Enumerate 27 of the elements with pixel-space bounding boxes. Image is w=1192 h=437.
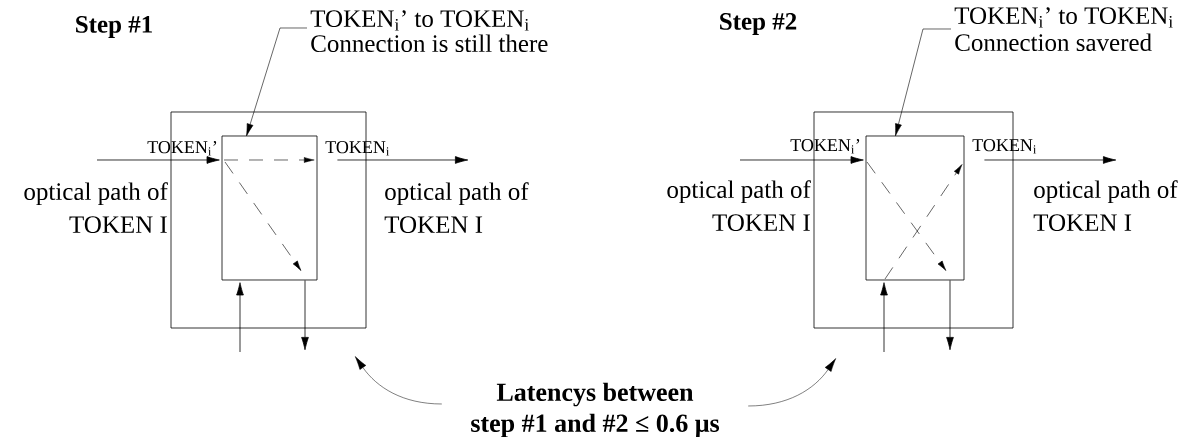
- arrow: [880, 282, 888, 353]
- arrow: [236, 282, 244, 353]
- arrow: [301, 280, 309, 351]
- arrow: [337, 156, 469, 164]
- port-label: TOKEN$_{i}$: [325, 141, 390, 156]
- callout-text: TOKEN$_{i}$’ to TOKEN$_{i}$ Connection savered: [954, 7, 1173, 52]
- switch-box: [221, 135, 318, 281]
- arrow: [96, 156, 220, 164]
- path-label: optical path of TOKEN I: [667, 180, 811, 232]
- arrow: [739, 156, 864, 164]
- arrow: [984, 156, 1117, 164]
- step-heading: Step #2: [720, 13, 797, 35]
- path-label: optical path of TOKEN I: [24, 182, 168, 234]
- port-label: TOKEN$_{i}$’: [790, 139, 860, 154]
- note-text: Latencys between step #1 and #2 ≤ 0.6 μs: [471, 382, 720, 437]
- switch-box: [865, 135, 965, 281]
- port-label: TOKEN$_{i}$’: [147, 141, 217, 156]
- leader-line: [747, 358, 837, 407]
- leader-line: [895, 28, 952, 137]
- callout-text: TOKEN$_{i}$’ to TOKEN$_{i}$ Connection is still there: [310, 10, 548, 53]
- path-label: optical path of TOKEN I: [384, 182, 529, 234]
- arrow: [946, 280, 954, 351]
- leader-line: [355, 356, 443, 405]
- path-label: optical path of TOKEN I: [1033, 180, 1178, 232]
- port-label: TOKEN$_{i}$: [972, 139, 1037, 154]
- leader-line: [246, 27, 308, 137]
- step-heading: Step #1: [76, 16, 152, 38]
